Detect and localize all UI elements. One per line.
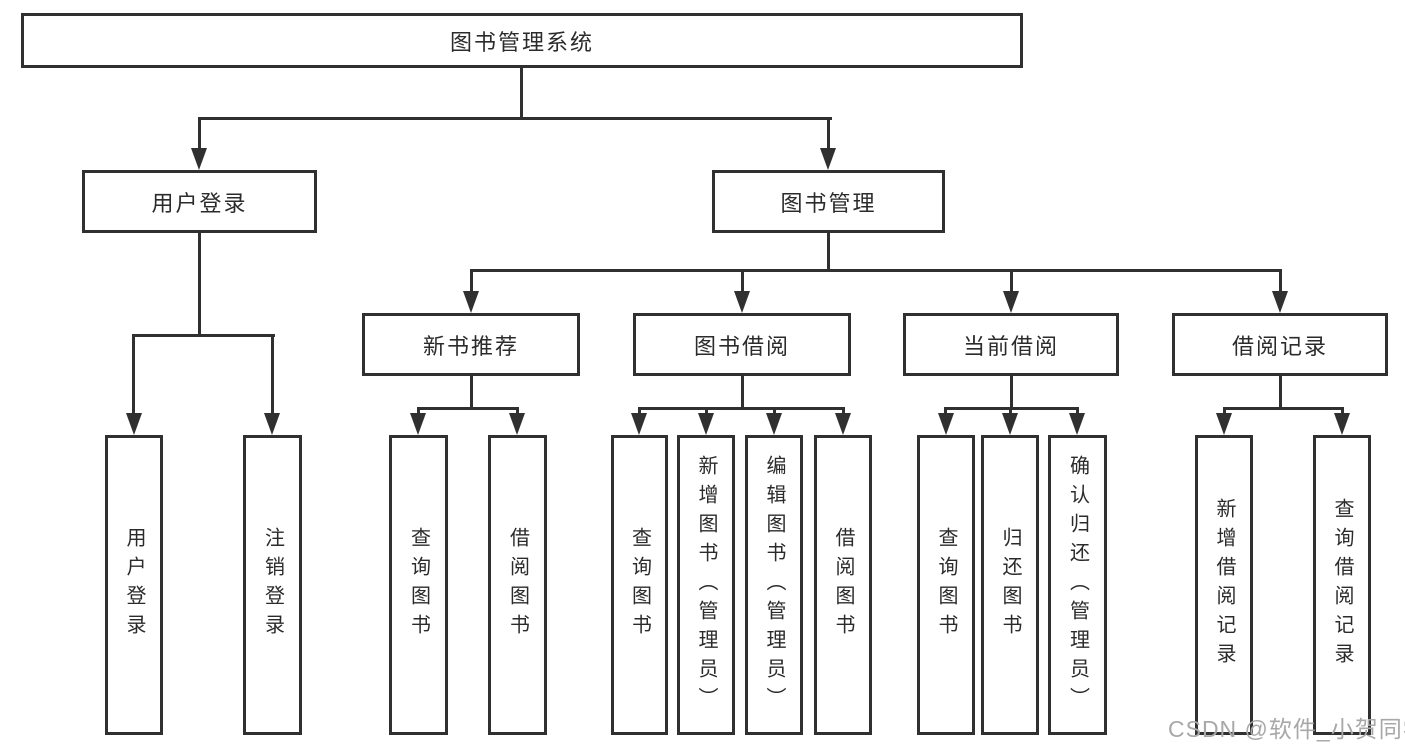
leaf-edit-books-admin-label: 编辑图书（管理员） xyxy=(763,454,785,716)
arrow-down-icon xyxy=(835,413,851,435)
connector xyxy=(1223,407,1226,415)
leaf-query-books-2-label: 查询图书 xyxy=(628,527,651,643)
leaf-query-books-1-label: 查询图书 xyxy=(407,527,430,643)
leaf-borrow-books-1: 借阅图书 xyxy=(488,435,547,735)
connector xyxy=(470,376,473,409)
arrow-down-icon xyxy=(938,413,954,435)
connector xyxy=(827,117,830,150)
connector xyxy=(1010,376,1013,409)
arrow-down-icon xyxy=(191,148,207,170)
connector xyxy=(842,407,845,415)
leaf-confirm-return-admin: 确认归还（管理员） xyxy=(1048,435,1107,735)
node-current-borrow: 当前借阅 xyxy=(903,313,1119,376)
arrow-down-icon xyxy=(820,148,836,170)
leaf-add-books-admin-label: 新增图书（管理员） xyxy=(695,454,717,716)
node-borrow-records: 借阅记录 xyxy=(1172,313,1388,376)
connector xyxy=(132,334,135,414)
arrow-down-icon xyxy=(1003,291,1019,313)
connector xyxy=(1279,269,1282,293)
node-root: 图书管理系统 xyxy=(21,13,1023,68)
connector xyxy=(520,68,523,120)
connector xyxy=(1279,376,1282,409)
arrow-down-icon xyxy=(1002,413,1018,435)
arrow-down-icon xyxy=(463,291,479,313)
leaf-user-login: 用户登录 xyxy=(105,435,163,735)
connector xyxy=(470,269,1282,272)
arrow-down-icon xyxy=(264,413,280,435)
node-user-login: 用户登录 xyxy=(82,170,317,233)
connector xyxy=(516,407,519,415)
connector xyxy=(1009,407,1012,415)
arrow-down-icon xyxy=(1272,291,1288,313)
watermark: CSDN @软件_小贺同学 xyxy=(1168,716,1405,742)
node-book-borrow: 图书借阅 xyxy=(633,313,851,376)
arrow-down-icon xyxy=(1069,413,1085,435)
leaf-add-borrow-record: 新增借阅记录 xyxy=(1195,435,1253,735)
connector xyxy=(1010,269,1013,293)
arrow-down-icon xyxy=(766,413,782,435)
node-root-label: 图书管理系统 xyxy=(449,29,594,55)
connector xyxy=(198,233,201,337)
connector xyxy=(271,334,274,414)
arrow-down-icon xyxy=(126,413,142,435)
leaf-confirm-return-admin-label: 确认归还（管理员） xyxy=(1066,454,1089,716)
connector xyxy=(827,233,830,272)
connector xyxy=(741,376,744,409)
node-book-management: 图书管理 xyxy=(712,170,945,233)
node-user-login-label: 用户登录 xyxy=(151,190,248,216)
arrow-down-icon xyxy=(1216,413,1232,435)
leaf-edit-books-admin: 编辑图书（管理员） xyxy=(745,435,803,735)
leaf-add-borrow-record-label: 新增借阅记录 xyxy=(1213,498,1235,672)
node-book-borrow-label: 图书借阅 xyxy=(693,333,790,359)
connector xyxy=(773,407,776,415)
leaf-query-borrow-record-label: 查询借阅记录 xyxy=(1331,498,1353,672)
connector xyxy=(638,407,641,415)
connector xyxy=(638,407,845,410)
connector xyxy=(741,269,744,293)
connector xyxy=(1076,407,1079,415)
connector xyxy=(1223,407,1343,410)
connector xyxy=(198,117,201,150)
leaf-logout: 注销登录 xyxy=(243,435,302,735)
leaf-query-borrow-record: 查询借阅记录 xyxy=(1313,435,1371,735)
leaf-query-books-2: 查询图书 xyxy=(611,435,668,735)
arrow-down-icon xyxy=(734,291,750,313)
leaf-borrow-books-2: 借阅图书 xyxy=(814,435,872,735)
leaf-logout-label: 注销登录 xyxy=(261,527,284,643)
node-current-borrow-label: 当前借阅 xyxy=(962,333,1059,359)
connector xyxy=(1341,407,1344,415)
arrow-down-icon xyxy=(698,413,714,435)
node-new-book-recommend-label: 新书推荐 xyxy=(422,333,519,359)
leaf-borrow-books-1-label: 借阅图书 xyxy=(506,527,529,643)
connector xyxy=(705,407,708,415)
leaf-return-books-label: 归还图书 xyxy=(999,527,1021,643)
connector xyxy=(198,117,832,120)
connector xyxy=(133,334,275,337)
leaf-return-books: 归还图书 xyxy=(981,435,1039,735)
node-book-management-label: 图书管理 xyxy=(780,190,877,216)
arrow-down-icon xyxy=(410,413,426,435)
arrow-down-icon xyxy=(509,413,525,435)
leaf-user-login-label: 用户登录 xyxy=(123,527,145,643)
leaf-borrow-books-2-label: 借阅图书 xyxy=(832,527,854,643)
leaf-query-books-3: 查询图书 xyxy=(917,435,975,735)
connector xyxy=(417,407,420,415)
connector xyxy=(417,407,519,410)
node-new-book-recommend: 新书推荐 xyxy=(362,313,580,376)
leaf-query-books-3-label: 查询图书 xyxy=(935,527,957,643)
node-borrow-records-label: 借阅记录 xyxy=(1231,333,1328,359)
arrow-down-icon xyxy=(1334,413,1350,435)
leaf-query-books-1: 查询图书 xyxy=(389,435,448,735)
leaf-add-books-admin: 新增图书（管理员） xyxy=(677,435,735,735)
connector xyxy=(470,269,473,293)
arrow-down-icon xyxy=(631,413,647,435)
connector xyxy=(944,407,947,415)
